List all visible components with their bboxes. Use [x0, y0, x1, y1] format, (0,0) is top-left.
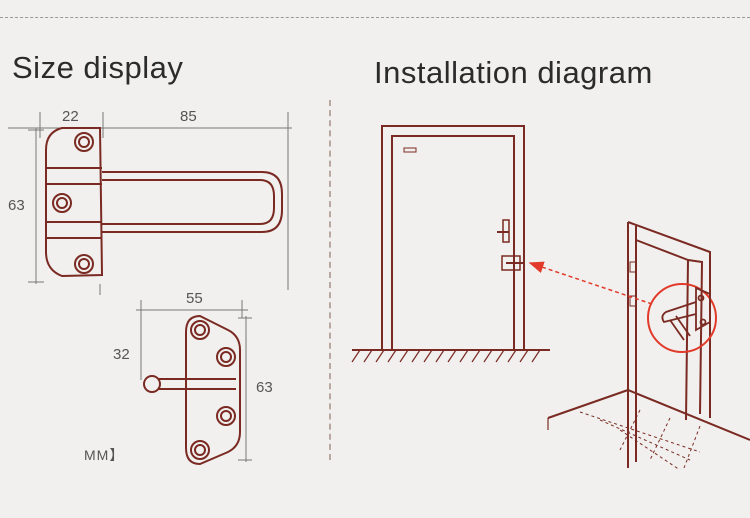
- dim-plate-55: 55: [186, 290, 203, 307]
- dim-hasp-22: 22: [62, 108, 79, 125]
- dim-plate-63: 63: [256, 379, 273, 396]
- unit-label: MM】: [84, 447, 124, 463]
- hasp-drawing: [8, 112, 292, 295]
- open-door: [547, 221, 750, 471]
- size-display-title: Size display: [12, 50, 184, 85]
- pointer-arrow: [528, 261, 653, 305]
- dim-hasp-85: 85: [180, 108, 197, 125]
- installation-diagram-title: Installation diagram: [374, 55, 653, 90]
- dim-hasp-63: 63: [8, 197, 25, 214]
- dim-plate-32: 32: [113, 346, 130, 363]
- section-divider: [329, 100, 331, 460]
- closed-door: [351, 125, 550, 363]
- zoom-circle: [647, 283, 717, 353]
- top-dashed-rule: [0, 17, 750, 18]
- plate-drawing: [136, 300, 252, 466]
